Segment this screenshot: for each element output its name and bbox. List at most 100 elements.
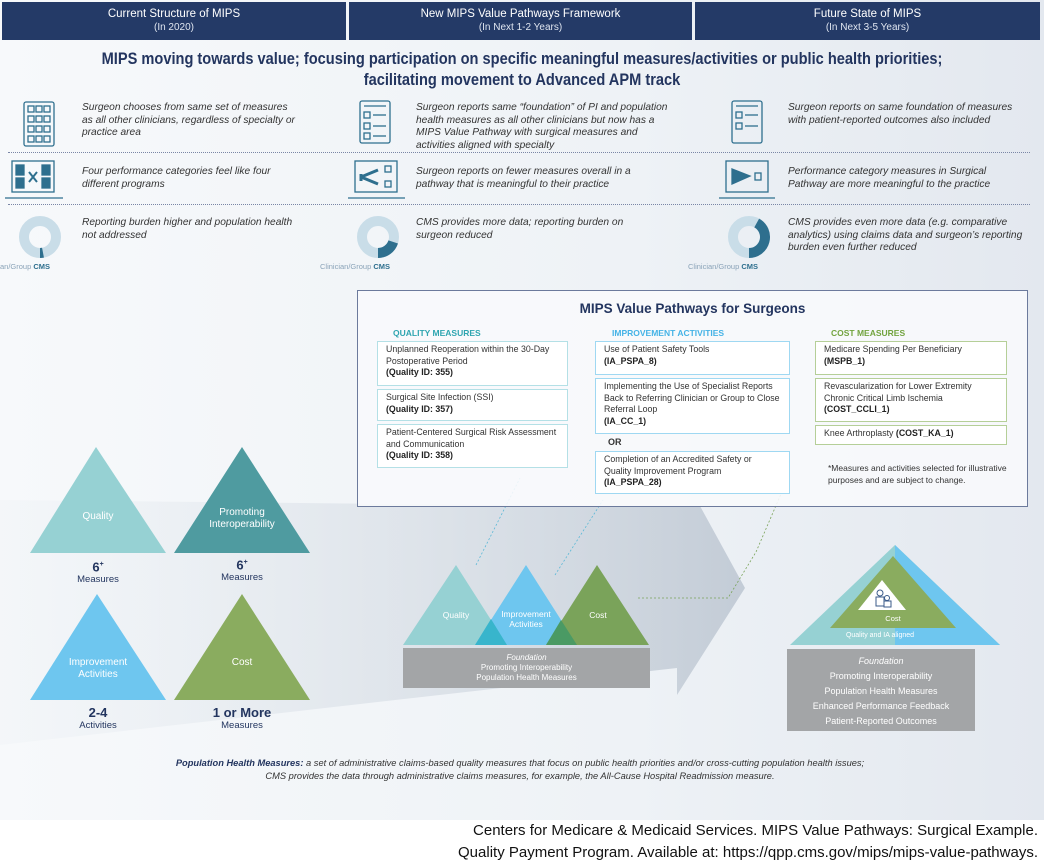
headline-line: MIPS moving towards value; focusing part… [101,49,943,68]
quality-measure-card: Unplanned Reoperation within the 30-Day … [377,341,568,386]
measure-text: Revascularization for Lower Extremity Ch… [824,381,972,403]
improvement-activity-card: Completion of an Accredited Safety or Qu… [595,451,790,494]
foundation-item: Population Health Measures [824,686,938,696]
legend-cms: CMS [33,262,51,271]
measure-grid-icon [23,101,55,147]
donut-legend: Clinician/Group CMS [688,262,758,271]
column-header-future: Future State of MIPS(In Next 3-5 Years) [695,2,1040,40]
ia-label-line: Improvement [68,657,128,668]
legend-clinician: Clinician/Group [688,262,740,271]
future-aligned-label: Quality and IA aligned [845,632,915,639]
future-cost-label: Cost [885,614,901,623]
ia-triangle [30,594,166,700]
foundation-title: Foundation [506,653,547,662]
foundation-title: Foundation [858,656,904,666]
measure-id: (Quality ID: 355) [386,367,453,377]
measure-text: Knee Arthroplasty [824,428,896,438]
citation-line: Centers for Medicare & Medicaid Services… [473,822,1038,839]
measure-text: Medicare Spending Per Beneficiary [824,344,962,354]
row-divider [8,204,1030,205]
quality-label: Quality [82,511,114,522]
legend-clinician: an/Group [0,262,32,271]
count-sup: + [243,559,248,566]
cost-connector-line [638,479,788,599]
cost-measure-card: Knee Arthroplasty (COST_KA_1) [815,425,1007,445]
improvement-activities-header: IMPROVEMENT ACTIVITIES [612,328,725,338]
current-triangles [30,447,1000,700]
count-unit: Measures [221,720,263,731]
cost-triangle [174,594,310,700]
mvp-foundation-box: Foundation Promoting Interoperability Po… [403,648,650,688]
measure-text: Use of Patient Safety Tools [604,344,710,354]
row3-new-text: CMS provides more data; reporting burden… [416,217,624,241]
measure-text: Surgical Site Infection (SSI) [386,392,494,402]
column-subtitle: (In 2020) [153,22,195,33]
headline-line: facilitating movement to Advanced APM tr… [363,70,681,89]
citation-line: Quality Payment Program. Available at: h… [458,844,1038,861]
count-value: 2-4 [88,705,108,720]
row1-future-text: Surgeon reports on same foundation of me… [788,102,1013,126]
or-label: OR [608,437,622,447]
donut-legend: Clinician/Group CMS [320,262,390,271]
row1-current-text: Surgeon chooses from same set of measure… [82,102,295,138]
population-health-footnote: Population Health Measures: a set of adm… [60,757,980,783]
column-header-current: Current Structure of MIPS(In 2020) [2,2,346,40]
survey-checklist-icon [731,100,763,144]
mvp-cost-triangle [546,565,649,645]
quality-measures-header: QUALITY MEASURES [393,328,481,338]
count-value: 1 or More [212,705,272,720]
measure-id: (COST_CCLI_1) [824,404,890,414]
quality-triangle [30,447,166,553]
label-line: Improvement [501,609,551,619]
quality-count: 6+Measures [28,558,168,586]
row3-future-text: CMS provides even more data (e.g. compar… [788,217,1023,253]
mvp-title: MIPS Value Pathways for Surgeons [579,301,806,316]
ia-label-line: Activities [78,669,118,680]
donut-cms-share [748,218,770,258]
legend-cms: CMS [741,262,759,271]
pathway-laptop-icon [348,160,405,199]
pi-label-line: Promoting [219,507,265,518]
row1-new-text: Surgeon reports same “foundation” of PI … [416,102,668,151]
cost-label: Cost [231,657,253,668]
count-sup: + [99,561,104,568]
mvp-cost-label: Cost [589,610,607,620]
row-icons [5,100,775,199]
foundation-item: Promoting Interoperability [829,671,933,681]
mvp-quality-label: Quality [442,610,470,620]
illustrative-note: *Measures and activities selected for il… [828,463,1007,485]
measure-id: (IA_CC_1) [604,415,647,426]
cost-measure-card: Revascularization for Lower Extremity Ch… [815,378,1007,422]
row2-current-text: Four performance categories feel like fo… [82,166,271,190]
column-subtitle: (In Next 1-2 Years) [478,22,563,33]
improvement-activity-card: Use of Patient Safety Tools(IA_PSPA_8) [595,341,790,375]
row2-future-text: Performance category measures in Surgica… [788,166,991,190]
mvp-quality-triangle [403,565,507,645]
pi-triangle [174,447,310,553]
row3-current-text: Reporting burden higher and population h… [82,217,293,241]
legend-clinician: Clinician/Group [320,262,372,271]
mvp-ia-triangle [475,565,577,645]
column-header-new: New MIPS Value Pathways Framework (In Nex… [349,2,692,40]
mvp-overlap [475,619,507,645]
measure-id: (Quality ID: 358) [386,450,453,460]
four-programs-laptop-icon [5,160,63,199]
cost-measure-card: Medicare Spending Per Beneficiary(MSPB_1… [815,341,1007,375]
citation: Centers for Medicare & Medicaid Services… [458,820,1038,864]
measure-id: (COST_KA_1) [895,428,954,438]
measure-text: Patient-Centered Surgical Risk Assessmen… [386,427,557,449]
footnote-term: Population Health Measures: [175,758,304,768]
count-unit: Activities [79,720,117,731]
legend-cms: CMS [373,262,391,271]
column-title: New MIPS Value Pathways Framework [420,8,621,20]
improvement-activity-card: Implementing the Use of Specialist Repor… [595,378,790,434]
count-value: 6 [92,559,100,575]
quality-measure-card: Surgical Site Infection (SSI)(Quality ID… [377,389,568,421]
measure-id: (Quality ID: 357) [386,403,453,414]
foundation-item: Population Health Measures [476,673,577,682]
